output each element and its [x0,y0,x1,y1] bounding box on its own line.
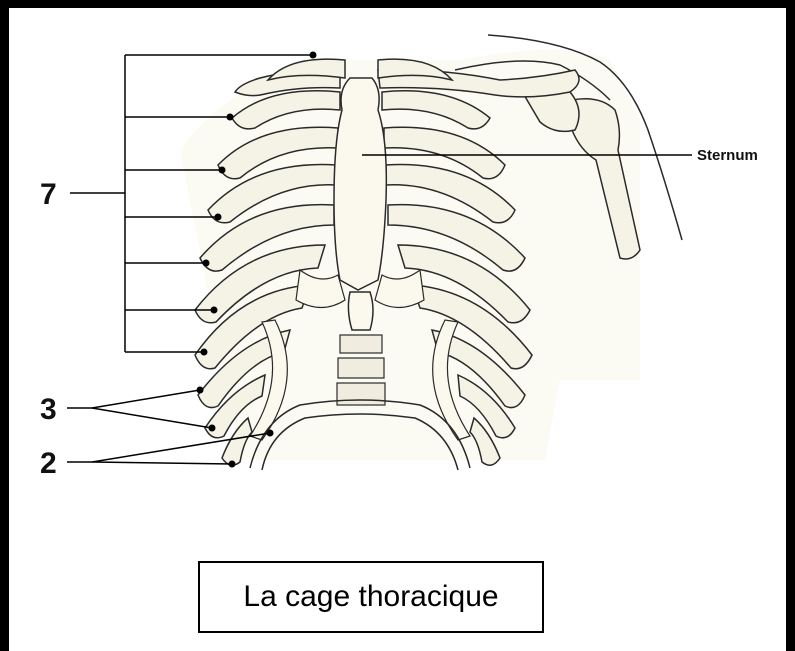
title-box: La cage thoracique [198,561,544,633]
label-true-ribs-count: 7 [40,178,57,211]
label-sternum: Sternum [697,147,758,164]
label-floating-ribs-count: 2 [40,447,57,480]
label-false-ribs-count: 3 [40,393,57,426]
vertebral-column [337,335,385,405]
diagram-title: La cage thoracique [243,580,498,614]
